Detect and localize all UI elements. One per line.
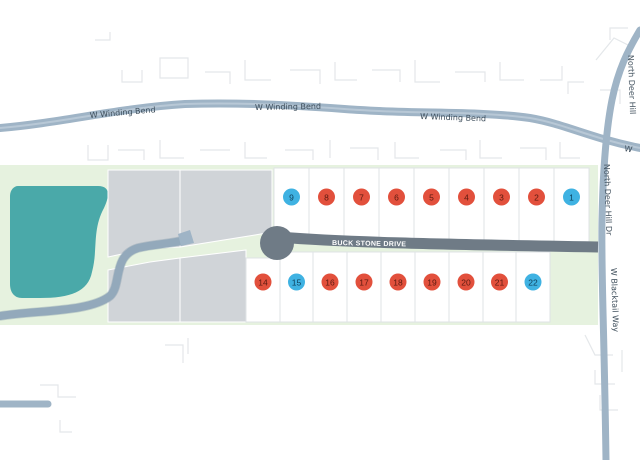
lot-number-label: 9 — [289, 193, 294, 203]
winding-bend-label-1: W Winding Bend — [89, 105, 156, 120]
lot-marker-dot[interactable] — [283, 188, 300, 206]
lot-marker-2[interactable]: 2 — [528, 188, 545, 206]
lot-number-label: 20 — [461, 278, 471, 288]
drive-arrow-head — [178, 230, 194, 246]
winding-bend-label-2: W Winding Bend — [255, 102, 321, 112]
lot-marker-4[interactable]: 4 — [458, 188, 475, 206]
lot-number-label: 5 — [429, 193, 434, 203]
buck-stone-drive-label: BUCK STONE DRIVE — [332, 240, 406, 248]
entry-drive-edge — [0, 235, 190, 321]
neighborhood-outlines-top — [95, 27, 635, 104]
winding-bend-label-3: W Winding Bend — [420, 112, 486, 123]
lot-marker-dot[interactable] — [423, 273, 441, 291]
lot-marker-20[interactable]: 20 — [457, 273, 475, 291]
lot-number-label: 3 — [499, 193, 504, 203]
lot-marker-14[interactable]: 14 — [254, 273, 272, 291]
lot-number-label: 21 — [495, 278, 505, 288]
lot-marker-1[interactable]: 1 — [563, 188, 580, 206]
lot-marker-dot[interactable] — [524, 273, 542, 291]
lot-marker-dot[interactable] — [353, 188, 370, 206]
lot-marker-17[interactable]: 17 — [355, 273, 373, 291]
lot-marker-dot[interactable] — [254, 273, 272, 291]
lot-marker-dot[interactable] — [318, 188, 335, 206]
w-label: W — [624, 144, 633, 154]
lot-number-label: 16 — [325, 278, 335, 288]
north-lot-parcels — [273, 167, 590, 245]
lot-number-label: 22 — [528, 278, 538, 288]
lot-number-label: 19 — [427, 278, 437, 288]
lot-marker-dot[interactable] — [563, 188, 580, 206]
lot-marker-3[interactable]: 3 — [493, 188, 510, 206]
lot-marker-dot[interactable] — [491, 273, 508, 291]
blacktail-way-label: W Blacktail Way — [609, 268, 620, 333]
common-lots — [107, 169, 273, 323]
lot-number-label: 15 — [292, 278, 302, 288]
lot-marker-16[interactable]: 16 — [321, 273, 339, 291]
lot-marker-dot[interactable] — [423, 188, 440, 206]
lot-marker-dot[interactable] — [388, 188, 405, 206]
lot-marker-5[interactable]: 5 — [423, 188, 440, 206]
lot-marker-22[interactable]: 22 — [524, 273, 542, 291]
lot-number-label: 14 — [258, 278, 268, 288]
neighborhood-outlines-bottom — [40, 334, 623, 433]
north-deer-hill-label: North Deer Hill Dr — [602, 164, 614, 236]
lot-marker-dot[interactable] — [389, 273, 407, 291]
lot-marker-dot[interactable] — [493, 188, 510, 206]
lot-marker-21[interactable]: 21 — [491, 273, 508, 291]
buck-stone-drive — [277, 231, 599, 253]
lot-marker-dot[interactable] — [528, 188, 545, 206]
north-deer-hill-road — [598, 26, 640, 460]
lot-number-label: 2 — [534, 193, 539, 203]
lot-marker-dot[interactable] — [458, 188, 475, 206]
lot-parcel[interactable] — [553, 167, 590, 245]
lot-marker-dot[interactable] — [321, 273, 339, 291]
neighborhood-outlines-middle — [87, 140, 580, 161]
lot-number-label: 1 — [569, 193, 574, 203]
lot-marker-6[interactable]: 6 — [388, 188, 405, 206]
south-lot-parcels — [245, 251, 551, 323]
lot-number-label: 4 — [464, 193, 469, 203]
lot-marker-dot[interactable] — [288, 273, 305, 291]
lot-number-label: 6 — [394, 193, 399, 203]
lot-marker-8[interactable]: 8 — [318, 188, 335, 206]
lot-number-label: 7 — [359, 193, 364, 203]
retention-pond — [10, 186, 108, 298]
winding-bend-road-centerline — [0, 102, 640, 149]
entry-drive — [0, 236, 189, 320]
lot-number-label: 8 — [324, 193, 329, 203]
lot-parcel[interactable] — [518, 167, 555, 245]
lot-marker-15[interactable]: 15 — [288, 273, 305, 291]
lot-marker-19[interactable]: 19 — [423, 273, 441, 291]
lot-marker-7[interactable]: 7 — [353, 188, 370, 206]
lot-marker-9[interactable]: 9 — [283, 188, 300, 206]
lot-marker-dot[interactable] — [457, 273, 475, 291]
north-deer-hill-label-top: North Deer Hill — [626, 55, 637, 115]
lot-marker-18[interactable]: 18 — [389, 273, 407, 291]
lot-marker-dot[interactable] — [355, 273, 373, 291]
buck-stone-cul-de-sac — [260, 226, 294, 260]
lot-number-label: 17 — [359, 278, 369, 288]
lot-number-label: 18 — [393, 278, 403, 288]
